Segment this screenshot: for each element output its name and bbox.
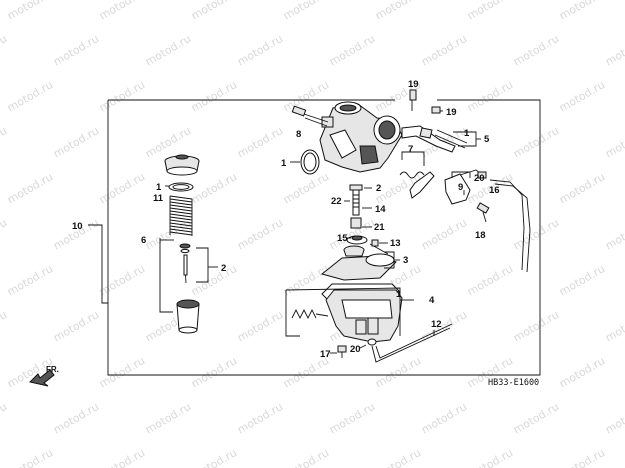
callout-20-link: 20 (474, 173, 485, 184)
top-screw-19 (409, 89, 441, 114)
callout-16: 16 (489, 185, 500, 196)
drain-screw-spring (291, 308, 329, 320)
callout-6: 6 (141, 235, 146, 246)
callout-21: 21 (374, 222, 385, 233)
callout-18: 18 (475, 230, 486, 241)
callout-12: 12 (431, 319, 442, 330)
callout-3: 3 (403, 255, 408, 266)
carburetor-body (319, 101, 403, 173)
float-chamber (325, 289, 403, 343)
float (320, 253, 397, 281)
cable-holder (489, 179, 531, 273)
callout-13: 13 (390, 238, 401, 249)
callout-20-drain: 20 (350, 344, 361, 355)
callout-1-o-ring: 1 (281, 158, 287, 169)
callout-14: 14 (375, 204, 386, 215)
throttle-valve-spring (169, 195, 193, 236)
callout-19-right: 19 (446, 107, 457, 118)
drain-screw (337, 345, 347, 358)
callout-1-gasket: 1 (396, 289, 402, 300)
callout-7: 7 (408, 144, 413, 155)
front-direction-arrow (29, 369, 55, 387)
throttle-link (444, 169, 487, 205)
callout-17: 17 (320, 349, 331, 360)
callout-4: 4 (429, 295, 435, 306)
callout-19-top: 19 (408, 79, 419, 90)
drain-tube (371, 323, 453, 363)
screw-18 (476, 202, 490, 223)
main-jet (350, 217, 362, 229)
callout-11: 11 (153, 193, 164, 204)
callout-labels: 19 19 8 1 5 1 7 2 20 16 9 1 11 22 14 18 … (72, 79, 500, 360)
callout-10: 10 (72, 221, 83, 232)
callout-1-right-upper: 1 (464, 128, 470, 139)
callout-9: 9 (458, 182, 463, 193)
callout-2-pilot: 2 (376, 183, 381, 194)
callout-8: 8 (296, 129, 301, 140)
callout-22: 22 (331, 196, 342, 207)
pilot-screw (349, 184, 363, 216)
diagram-code: HB33-E1600 (488, 378, 539, 388)
callout-15: 15 (337, 233, 348, 244)
callout-1-cap: 1 (156, 182, 162, 193)
callout-5: 5 (484, 134, 490, 145)
carburetor-top-cap (164, 154, 200, 176)
needle-jet-holder (346, 235, 368, 245)
front-direction-label: FR. (46, 365, 59, 374)
frame-border-right (107, 99, 541, 376)
float-valve (343, 245, 365, 257)
needle-clip (179, 243, 191, 254)
choke-spring (399, 171, 435, 199)
tube-clip-20 (367, 338, 377, 346)
throttle-valve (176, 299, 200, 334)
jet-needle (183, 254, 188, 284)
callout-2-needle: 2 (221, 263, 226, 274)
throttle-adjust-screw (291, 105, 329, 127)
throttle-stop-screw (419, 127, 468, 149)
